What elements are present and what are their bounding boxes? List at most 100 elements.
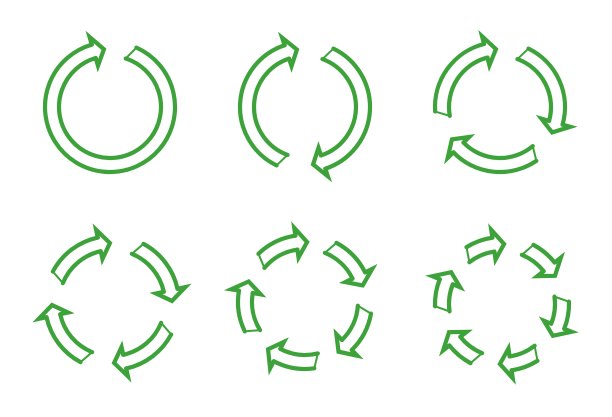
cycle-arrows-3-icon xyxy=(432,29,578,175)
arrow-head xyxy=(425,269,466,292)
arrow-head xyxy=(277,31,300,73)
arrow-tail xyxy=(323,241,338,254)
arrow-segment xyxy=(497,342,540,385)
arrow-tail xyxy=(124,46,138,60)
arrow-head xyxy=(265,337,289,376)
arrow-segment xyxy=(425,269,466,314)
arrow-tail xyxy=(465,246,471,264)
arrow-outer-rail xyxy=(451,150,539,175)
arrow-segment xyxy=(438,329,485,366)
arrow-inner-rail xyxy=(515,56,554,123)
arrow-outer-rail xyxy=(271,359,317,372)
arrow-inner-rail xyxy=(60,249,103,286)
arrow-segment xyxy=(515,46,578,135)
arrow-inner-rail xyxy=(318,56,359,158)
arrow-inner-rail xyxy=(446,55,490,118)
arrow-inner-rail xyxy=(129,251,166,294)
arrow-segment xyxy=(538,294,579,339)
arrow-outer-rail xyxy=(334,240,368,275)
arrow-tail xyxy=(553,295,570,303)
arrow-outer-rail xyxy=(42,42,178,175)
arrow-segment xyxy=(444,134,539,175)
arrow-segment xyxy=(237,31,300,168)
arrow-head xyxy=(149,283,192,304)
arrow-segment xyxy=(310,46,373,183)
arrow-segment xyxy=(111,320,174,383)
arrow-tail xyxy=(257,252,266,269)
arrow-outer-rail xyxy=(235,288,247,334)
arrow-head xyxy=(478,29,499,73)
arrow-segment xyxy=(322,240,378,288)
arrow-head xyxy=(497,342,516,385)
cycle-arrows-4-icon xyxy=(32,223,192,383)
arrow-tail xyxy=(51,270,64,285)
arrow-outer-rail xyxy=(526,46,568,127)
arrow-outer-rail xyxy=(432,41,487,114)
arrow-segment xyxy=(50,223,113,286)
arrow-inner-rail xyxy=(58,312,95,355)
arrow-head xyxy=(538,316,579,339)
arrow-segment xyxy=(42,30,178,175)
cycle-arrows-5-icon xyxy=(223,221,378,376)
arrow-head xyxy=(291,221,310,264)
arrow-head xyxy=(111,340,132,383)
arrow-inner-rail xyxy=(121,320,164,357)
icon-layer xyxy=(32,29,579,385)
arrow-head xyxy=(338,263,378,288)
arrow-head xyxy=(444,134,476,165)
arrow-outer-rail xyxy=(349,311,374,353)
arrow-tail xyxy=(356,304,372,315)
arrow-head xyxy=(223,278,267,298)
arrow-inner-rail xyxy=(278,346,320,358)
arrow-tail xyxy=(130,242,145,255)
arrow-head xyxy=(310,141,333,183)
arrow-segment xyxy=(464,223,507,266)
arrow-head xyxy=(488,223,507,266)
arrow-tail xyxy=(79,351,94,364)
arrow-head xyxy=(531,251,566,279)
arrow-outer-rail xyxy=(44,315,83,365)
arrow-segment xyxy=(432,29,499,118)
arrow-tail xyxy=(313,352,319,370)
arrow-head xyxy=(535,114,578,135)
arrow-tail xyxy=(533,344,539,362)
cycle-arrows-6-icon xyxy=(425,223,579,385)
arrow-segment xyxy=(32,302,95,365)
arrow-outer-rail xyxy=(256,233,298,256)
arrow-head xyxy=(85,30,107,73)
arrow-outer-rail xyxy=(50,235,100,274)
arrow-tail xyxy=(321,47,335,61)
arrow-outer-rail xyxy=(124,332,174,371)
cycle-arrow-1-icon xyxy=(42,30,178,175)
arrow-inner-rail xyxy=(249,290,263,333)
arrow-tail xyxy=(434,305,451,313)
arrow-tail xyxy=(531,145,538,162)
arrow-segment xyxy=(223,278,267,334)
arrow-inner-rail xyxy=(251,56,292,158)
arrow-segment xyxy=(519,242,566,279)
arrow-tail xyxy=(434,110,451,117)
arrow-tail xyxy=(469,352,484,365)
arrow-tail xyxy=(160,321,173,336)
arrow-head xyxy=(32,302,75,323)
arrow-inner-rail xyxy=(461,140,535,161)
arrow-outer-rail xyxy=(237,43,287,168)
arrow-outer-rail xyxy=(141,241,180,291)
arrow-outer-rail xyxy=(323,46,373,171)
arrow-tail xyxy=(520,243,535,256)
arrow-tail xyxy=(516,47,530,61)
arrow-inner-rail xyxy=(56,55,164,161)
arrow-tail xyxy=(275,153,289,167)
arrow-inner-rail xyxy=(339,303,360,343)
arrow-tail xyxy=(243,329,262,333)
cycle-arrows-2-icon xyxy=(237,31,373,183)
arrow-segment xyxy=(333,303,374,360)
arrow-inner-rail xyxy=(262,247,300,271)
arrow-inner-rail xyxy=(322,250,355,281)
arrow-head xyxy=(92,223,113,266)
arrow-segment xyxy=(256,221,310,271)
arrow-head xyxy=(438,329,473,357)
arrow-head xyxy=(333,328,364,360)
arrow-segment xyxy=(129,241,192,304)
